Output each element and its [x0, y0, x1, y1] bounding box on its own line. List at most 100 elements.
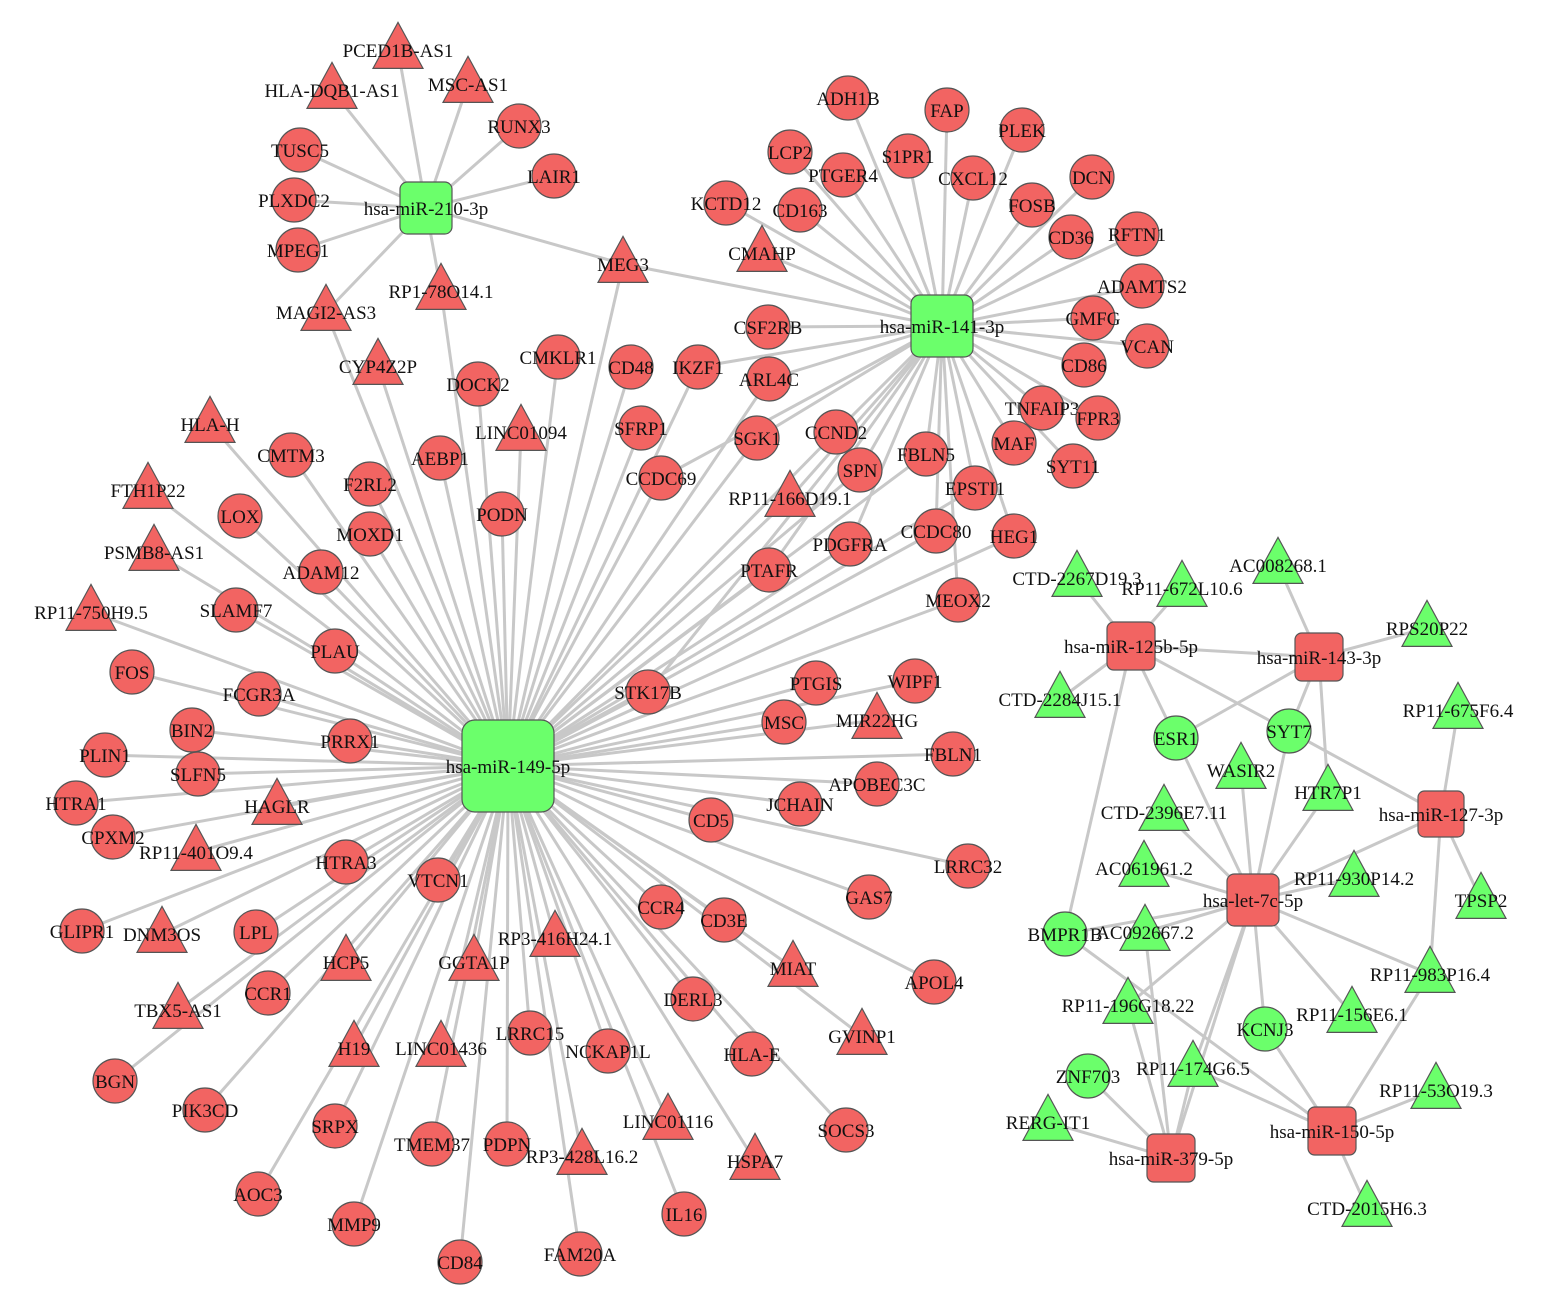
node-aoc3[interactable]: AOC3 [233, 1171, 283, 1217]
node-bgn[interactable]: BGN [92, 1058, 138, 1104]
node-esr1[interactable]: ESR1 [1153, 715, 1199, 761]
node-rp11-196g18-22[interactable]: RP11-196G18.22 [1062, 976, 1195, 1025]
node-rerg-it1[interactable]: RERG-IT1 [1006, 1093, 1090, 1142]
node-ggta1p[interactable]: GGTA1P [438, 933, 510, 982]
node-ac061961-2[interactable]: AC061961.2 [1095, 839, 1193, 888]
node-ikzf1[interactable]: IKZF1 [672, 344, 724, 390]
node-rp3-428l16-2[interactable]: RP3-428L16.2 [526, 1127, 638, 1176]
node-wasir2[interactable]: WASIR2 [1207, 741, 1276, 790]
node-fpr3[interactable]: FPR3 [1075, 395, 1121, 441]
node-haglr[interactable]: HAGLR [244, 777, 310, 826]
node-pdpn[interactable]: PDPN [483, 1121, 532, 1167]
node-apol4[interactable]: APOL4 [904, 959, 964, 1005]
node-plau[interactable]: PLAU [310, 628, 360, 674]
node-hla-dqb1-as1[interactable]: HLA-DQB1-AS1 [264, 61, 400, 110]
node-hcp5[interactable]: HCP5 [319, 933, 373, 982]
node-linc01116[interactable]: LINC01116 [623, 1092, 713, 1141]
node-tpsp2[interactable]: TPSP2 [1455, 871, 1508, 920]
node-cmklr1[interactable]: CMKLR1 [519, 334, 597, 380]
node-rp3-416h24-1[interactable]: RP3-416H24.1 [498, 909, 613, 958]
node-ptafr[interactable]: PTAFR [740, 547, 798, 593]
node-derl3[interactable]: DERL3 [663, 976, 723, 1022]
node-vcan[interactable]: VCAN [1120, 323, 1174, 369]
node-rp11-983p16-4[interactable]: RP11-983P16.4 [1370, 945, 1491, 994]
node-dnm3os[interactable]: DNM3OS [123, 905, 201, 954]
node-il16[interactable]: IL16 [661, 1191, 707, 1237]
node-kcnj3[interactable]: KCNJ3 [1236, 1006, 1294, 1052]
node-bin2[interactable]: BIN2 [169, 707, 215, 753]
node-gmfg[interactable]: GMFG [1066, 295, 1121, 341]
node-hla-e[interactable]: HLA-E [724, 1031, 781, 1077]
hub-node-hsa-mir-143-3p[interactable]: hsa-miR-143-3p [1257, 632, 1382, 682]
node-ccr4[interactable]: CCR4 [637, 884, 685, 930]
node-ac092667-2[interactable]: AC092667.2 [1096, 903, 1194, 952]
node-ccdc80[interactable]: CCDC80 [901, 508, 972, 554]
node-gvinp1[interactable]: GVINP1 [828, 1007, 896, 1056]
hub-node-hsa-mir-149-5p[interactable]: hsa-miR-149-5p [446, 719, 571, 813]
node-ctd-2015h6-3[interactable]: CTD-2015H6.3 [1307, 1179, 1427, 1228]
node-glipr1[interactable]: GLIPR1 [50, 908, 114, 954]
node-ccnd2[interactable]: CCND2 [805, 409, 867, 455]
node-ptger4[interactable]: PTGER4 [808, 152, 878, 198]
hub-node-hsa-let-7c-5p[interactable]: hsa-let-7c-5p [1203, 873, 1303, 927]
node-rp11-672l10-6[interactable]: RP11-672L10.6 [1121, 559, 1243, 608]
node-srpx[interactable]: SRPX [311, 1103, 359, 1149]
node-miat[interactable]: MIAT [766, 939, 820, 988]
node-lox[interactable]: LOX [217, 493, 263, 539]
node-cxcl12[interactable]: CXCL12 [938, 155, 1008, 201]
node-plek[interactable]: PLEK [998, 107, 1046, 153]
node-h19[interactable]: H19 [327, 1019, 381, 1068]
node-mir22hg[interactable]: MIR22HG [836, 691, 919, 740]
node-fbln1[interactable]: FBLN1 [924, 731, 982, 777]
node-rp11-675f6-4[interactable]: RP11-675F6.4 [1403, 681, 1514, 730]
hub-node-hsa-mir-150-5p[interactable]: hsa-miR-150-5p [1270, 1106, 1395, 1156]
node-tmem37[interactable]: TMEM37 [394, 1121, 470, 1167]
node-maf[interactable]: MAF [991, 420, 1037, 466]
node-tbx5-as1[interactable]: TBX5-AS1 [134, 981, 222, 1030]
node-rftn1[interactable]: RFTN1 [1108, 211, 1166, 257]
node-znf703[interactable]: ZNF703 [1056, 1053, 1120, 1099]
node-htr7p1[interactable]: HTR7P1 [1294, 763, 1362, 812]
node-rp11-53o19-3[interactable]: RP11-53O19.3 [1379, 1061, 1493, 1110]
node-psmb8-as1[interactable]: PSMB8-AS1 [104, 523, 204, 572]
node-lrrc32[interactable]: LRRC32 [934, 843, 1003, 889]
node-magi2-as3[interactable]: MAGI2-AS3 [276, 283, 376, 331]
node-linc01094[interactable]: LINC01094 [475, 403, 567, 451]
node-arl4c[interactable]: ARL4C [739, 356, 799, 402]
node-hla-h[interactable]: HLA-H [180, 395, 240, 443]
node-tusc5[interactable]: TUSC5 [271, 127, 329, 173]
node-msc-as1[interactable]: MSC-AS1 [428, 55, 508, 104]
node-dock2[interactable]: DOCK2 [446, 361, 510, 407]
node-slamf7[interactable]: SLAMF7 [200, 587, 273, 633]
node-cd48[interactable]: CD48 [608, 344, 654, 390]
node-rps20p22[interactable]: RPS20P22 [1386, 599, 1468, 648]
node-cd5[interactable]: CD5 [688, 797, 734, 843]
node-pced1b-as1[interactable]: PCED1B-AS1 [343, 21, 454, 70]
node-gas7[interactable]: GAS7 [845, 874, 893, 920]
hub-node-hsa-mir-210-3p[interactable]: hsa-miR-210-3p [364, 181, 489, 235]
node-nckap1l[interactable]: NCKAP1L [565, 1028, 651, 1074]
node-sgk1[interactable]: SGK1 [733, 415, 781, 461]
node-cmtm3[interactable]: CMTM3 [257, 432, 325, 478]
node-cd86[interactable]: CD86 [1061, 342, 1107, 388]
node-tnfaip3[interactable]: TNFAIP3 [1005, 385, 1080, 431]
node-syt11[interactable]: SYT11 [1046, 443, 1100, 489]
node-plxdc2[interactable]: PLXDC2 [258, 177, 330, 223]
node-f2rl2[interactable]: F2RL2 [343, 461, 397, 507]
node-epsti1[interactable]: EPSTI1 [945, 465, 1005, 511]
node-cpxm2[interactable]: CPXM2 [81, 814, 145, 860]
node-cmahp[interactable]: CMAHP [728, 224, 796, 272]
node-ptgis[interactable]: PTGIS [790, 660, 843, 706]
node-plin1[interactable]: PLIN1 [79, 732, 131, 778]
node-adam12[interactable]: ADAM12 [282, 549, 360, 595]
node-rp11-930p14-2[interactable]: RP11-930P14.2 [1294, 849, 1414, 898]
node-heg1[interactable]: HEG1 [990, 513, 1039, 559]
node-fbln5[interactable]: FBLN5 [897, 431, 955, 477]
node-rp11-750h9-5[interactable]: RP11-750H9.5 [34, 583, 148, 632]
node-cd3e[interactable]: CD3E [700, 897, 748, 943]
node-lair1[interactable]: LAIR1 [527, 153, 581, 199]
node-fosb[interactable]: FOSB [1008, 182, 1056, 228]
node-sfrp1[interactable]: SFRP1 [614, 405, 668, 451]
node-ac008268-1[interactable]: AC008268.1 [1229, 536, 1327, 585]
node-s1pr1[interactable]: S1PR1 [882, 133, 935, 179]
